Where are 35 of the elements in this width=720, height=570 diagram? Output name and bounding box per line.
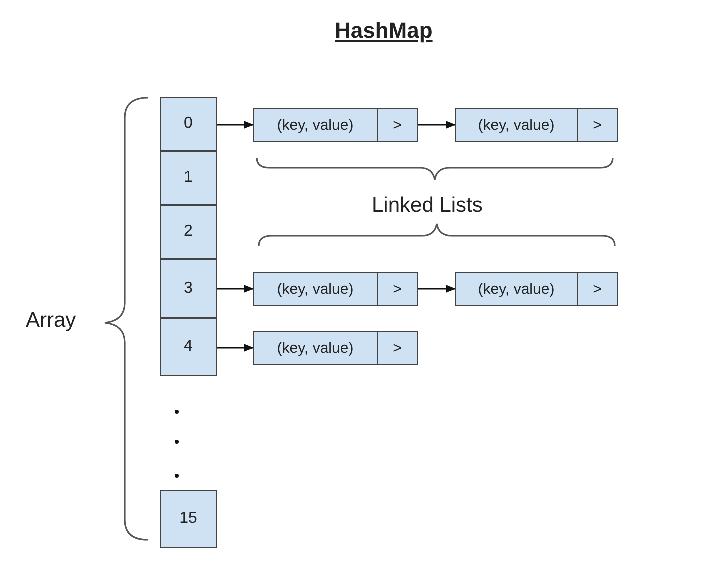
key-value-text: (key, value) <box>477 116 556 134</box>
group-label: Array <box>26 309 76 333</box>
linked-list-node <box>253 331 418 365</box>
array-slot <box>160 97 217 151</box>
key-value-text: (key, value) <box>477 280 556 298</box>
arrow <box>418 285 456 293</box>
next-pointer-field: > <box>377 273 417 305</box>
linked-list-node <box>253 272 418 306</box>
index-number: 2 <box>184 223 193 241</box>
arrow <box>217 285 254 293</box>
key-value-text: (key, value) <box>276 340 355 356</box>
group-label: Linked Lists <box>372 194 483 218</box>
next-pointer-field: > <box>377 109 417 141</box>
array-slot <box>160 205 217 259</box>
arrow <box>217 121 254 129</box>
index-number: 15 <box>180 510 198 528</box>
array-slot <box>160 490 217 548</box>
arrow <box>217 344 254 352</box>
index-number: 0 <box>184 115 193 133</box>
key-value-text: (key, value) <box>276 116 355 134</box>
array-slot <box>160 259 217 318</box>
index-number: 4 <box>184 338 193 356</box>
title: HashMap <box>335 18 433 44</box>
array-slot <box>160 151 217 205</box>
index-number: 3 <box>184 280 193 298</box>
index-number: 1 <box>184 169 193 187</box>
linked-list-node <box>455 272 618 306</box>
next-pointer-field: > <box>577 273 617 305</box>
linked-list-node <box>253 108 418 142</box>
arrow <box>418 121 456 129</box>
next-pointer-field: > <box>377 332 417 364</box>
key-value-text: (key, value) <box>276 280 355 298</box>
next-pointer-field: > <box>577 109 617 141</box>
array-slot <box>160 318 217 376</box>
linked-list-node <box>455 108 618 142</box>
